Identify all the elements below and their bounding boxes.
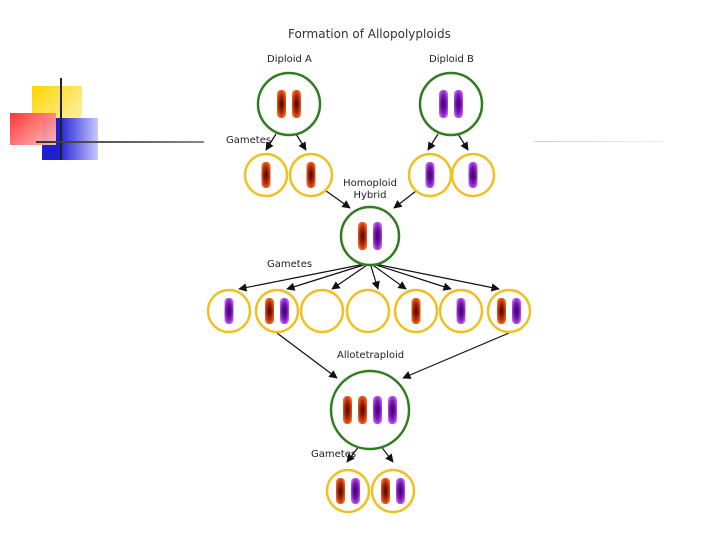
diploid-a-cell xyxy=(256,71,322,137)
hybrid-gamete-7 xyxy=(486,288,532,334)
deco-horizontal-line-left xyxy=(36,141,204,143)
tetraploid-gamete-2-chromosome-1 xyxy=(381,478,390,504)
label-gametes-mid: Gametes xyxy=(267,259,313,270)
hybrid-gamete-5-chromosome-1 xyxy=(411,298,421,324)
arrow-gamete-a-to-hybrid xyxy=(321,187,351,209)
homoploid-hybrid-cell xyxy=(339,205,401,267)
allotetraploid-cell-chromosome-2 xyxy=(358,396,367,424)
gamete-a-1-chromosome-1 xyxy=(261,162,271,188)
allotetraploid-cell-chromosome-4 xyxy=(388,396,397,424)
diploid-b-cell-chromosome-1 xyxy=(439,90,448,118)
tetraploid-gamete-2-chromosome-2 xyxy=(396,478,405,504)
arrow-b-to-gamete-2 xyxy=(457,133,469,151)
hybrid-gamete-2-chromosome-1 xyxy=(265,298,274,324)
hybrid-gamete-6-chromosome-1 xyxy=(456,298,466,324)
diploid-a-cell-chromosome-1 xyxy=(277,90,286,118)
label-diploid-a: Diploid A xyxy=(267,54,312,65)
arrow-hybrid-to-gamete-1 xyxy=(238,262,371,292)
tetraploid-gamete-2 xyxy=(370,468,416,514)
hybrid-gamete-4 xyxy=(345,288,391,334)
deco-horizontal-line-right xyxy=(534,141,664,142)
arrow-hybrid-to-gamete-7 xyxy=(369,262,500,292)
gamete-b-1-chromosome-1 xyxy=(425,162,435,188)
hybrid-gamete-2-chromosome-2 xyxy=(280,298,289,324)
label-gametes-bottom: Gametes xyxy=(311,449,357,460)
hybrid-gamete-7-chromosome-2 xyxy=(512,298,521,324)
allotetraploid-cell-chromosome-1 xyxy=(343,396,352,424)
arrow-hybrid-to-gamete-2 xyxy=(286,262,371,291)
diploid-a-cell-chromosome-2 xyxy=(292,90,301,118)
diploid-b-cell xyxy=(418,71,484,137)
gamete-a-2-chromosome-1 xyxy=(306,162,316,188)
hybrid-gamete-2 xyxy=(254,288,300,334)
arrow-a-to-gamete-1 xyxy=(265,133,277,151)
diagram-title: Formation of Allopolyploids xyxy=(288,27,451,41)
tetraploid-gamete-1 xyxy=(325,468,371,514)
tetraploid-gamete-1-chromosome-1 xyxy=(336,478,345,504)
arrow-gamete-7-to-allotetraploid xyxy=(402,332,510,379)
homoploid-hybrid-cell-chromosome-1 xyxy=(358,222,367,250)
gamete-b-2-chromosome-1 xyxy=(468,162,478,188)
arrow-hybrid-to-gamete-6 xyxy=(369,262,452,291)
arrow-hybrid-to-gamete-4 xyxy=(369,262,380,290)
tetraploid-gamete-1-chromosome-2 xyxy=(351,478,360,504)
arrow-hybrid-to-gamete-5 xyxy=(369,262,407,290)
hybrid-gamete-3 xyxy=(299,288,345,334)
homoploid-hybrid-cell-chromosome-2 xyxy=(373,222,382,250)
deco-red-square xyxy=(10,113,56,145)
label-gametes-top: Gametes xyxy=(226,135,272,146)
arrow-a-to-gamete-2 xyxy=(295,133,307,151)
label-homoploid-line2: Hybrid xyxy=(353,190,387,201)
arrow-gamete-2-to-allotetraploid xyxy=(276,332,338,379)
label-allotetraploid: Allotetraploid xyxy=(337,350,405,361)
arrow-hybrid-to-gamete-3 xyxy=(331,262,371,290)
deco-vertical-line xyxy=(60,78,62,160)
label-diploid-b: Diploid B xyxy=(429,54,474,65)
allotetraploid-cell xyxy=(329,369,411,451)
label-homoploid-hybrid: Homoploid Hybrid xyxy=(338,178,402,202)
allotetraploid-cell-chromosome-3 xyxy=(373,396,382,424)
hybrid-gamete-7-chromosome-1 xyxy=(497,298,506,324)
arrow-b-to-gamete-1 xyxy=(427,133,439,151)
label-homoploid-line1: Homoploid xyxy=(343,178,397,189)
hybrid-gamete-1-chromosome-1 xyxy=(224,298,234,324)
diploid-b-cell-chromosome-2 xyxy=(454,90,463,118)
